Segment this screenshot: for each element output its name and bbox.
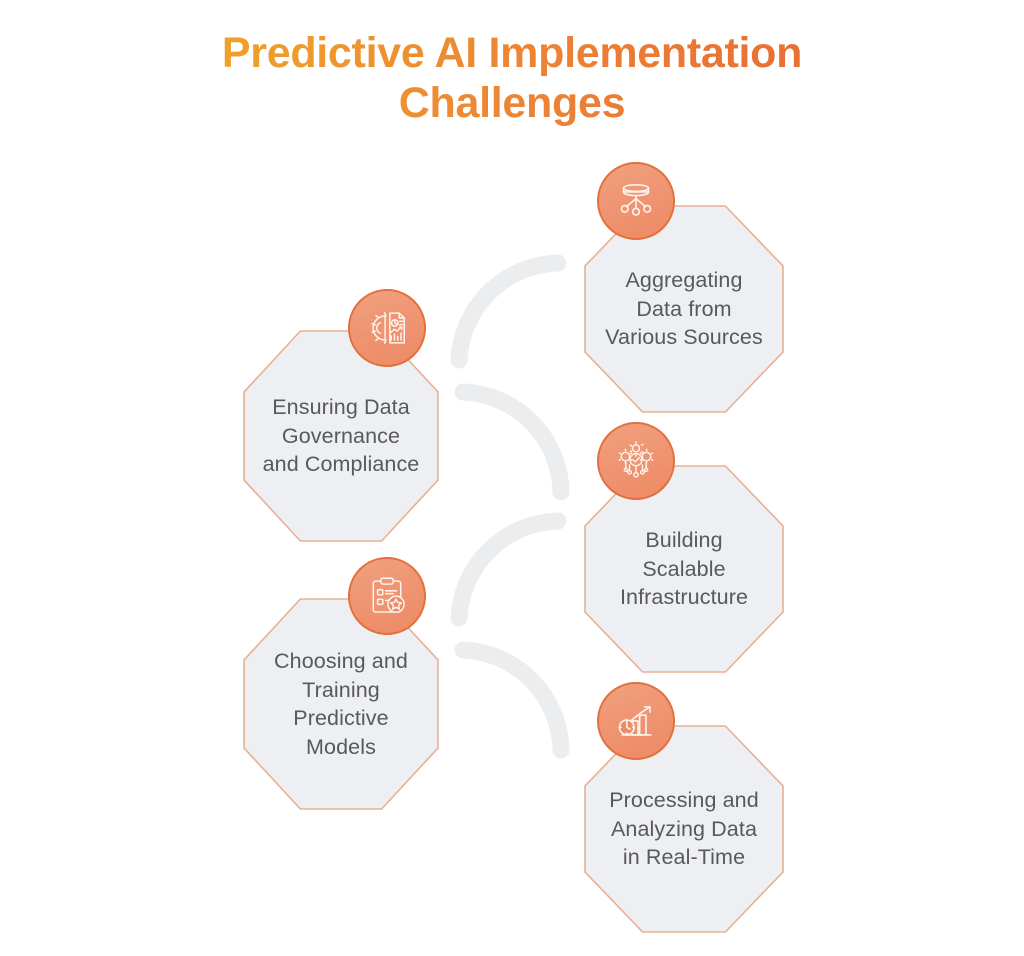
node-label: Processing and Analyzing Data in Real-Ti… xyxy=(609,788,759,870)
connector-1 xyxy=(450,254,567,369)
node-predictive-models[interactable]: Choosing and Training Predictive Models xyxy=(243,557,439,810)
node-label: Ensuring Data Governance and Compliance xyxy=(262,395,420,477)
gear-report-icon xyxy=(348,289,426,367)
page-title-line-1: Predictive AI Implementation xyxy=(140,28,884,78)
node-scalable-infrastructure[interactable]: Building Scalable Infrastructure xyxy=(584,422,784,673)
octagon-shape xyxy=(584,725,784,933)
cloud-gears-check-icon xyxy=(597,422,675,500)
node-realtime-processing[interactable]: Processing and Analyzing Data in Real-Ti… xyxy=(584,682,784,933)
page-title-line-2: Challenges xyxy=(140,78,884,128)
connector-3 xyxy=(450,512,567,627)
octagon-shape xyxy=(584,465,784,673)
page-title: Predictive AI Implementation Challenges xyxy=(140,28,884,128)
node-aggregating-data[interactable]: Aggregating Data from Various Sources xyxy=(584,162,784,413)
node-label: Building Scalable Infrastructure xyxy=(619,528,749,610)
connector-2 xyxy=(454,383,570,501)
data-sources-network-icon xyxy=(597,162,675,240)
connector-4 xyxy=(454,641,570,759)
bar-chart-clock-icon xyxy=(597,682,675,760)
clipboard-star-icon xyxy=(348,557,426,635)
node-label: Aggregating Data from Various Sources xyxy=(605,268,763,350)
node-data-governance[interactable]: Ensuring Data Governance and Compliance xyxy=(243,289,439,542)
octagon-shape xyxy=(584,205,784,413)
node-label: Choosing and Training Predictive Models xyxy=(274,649,408,759)
